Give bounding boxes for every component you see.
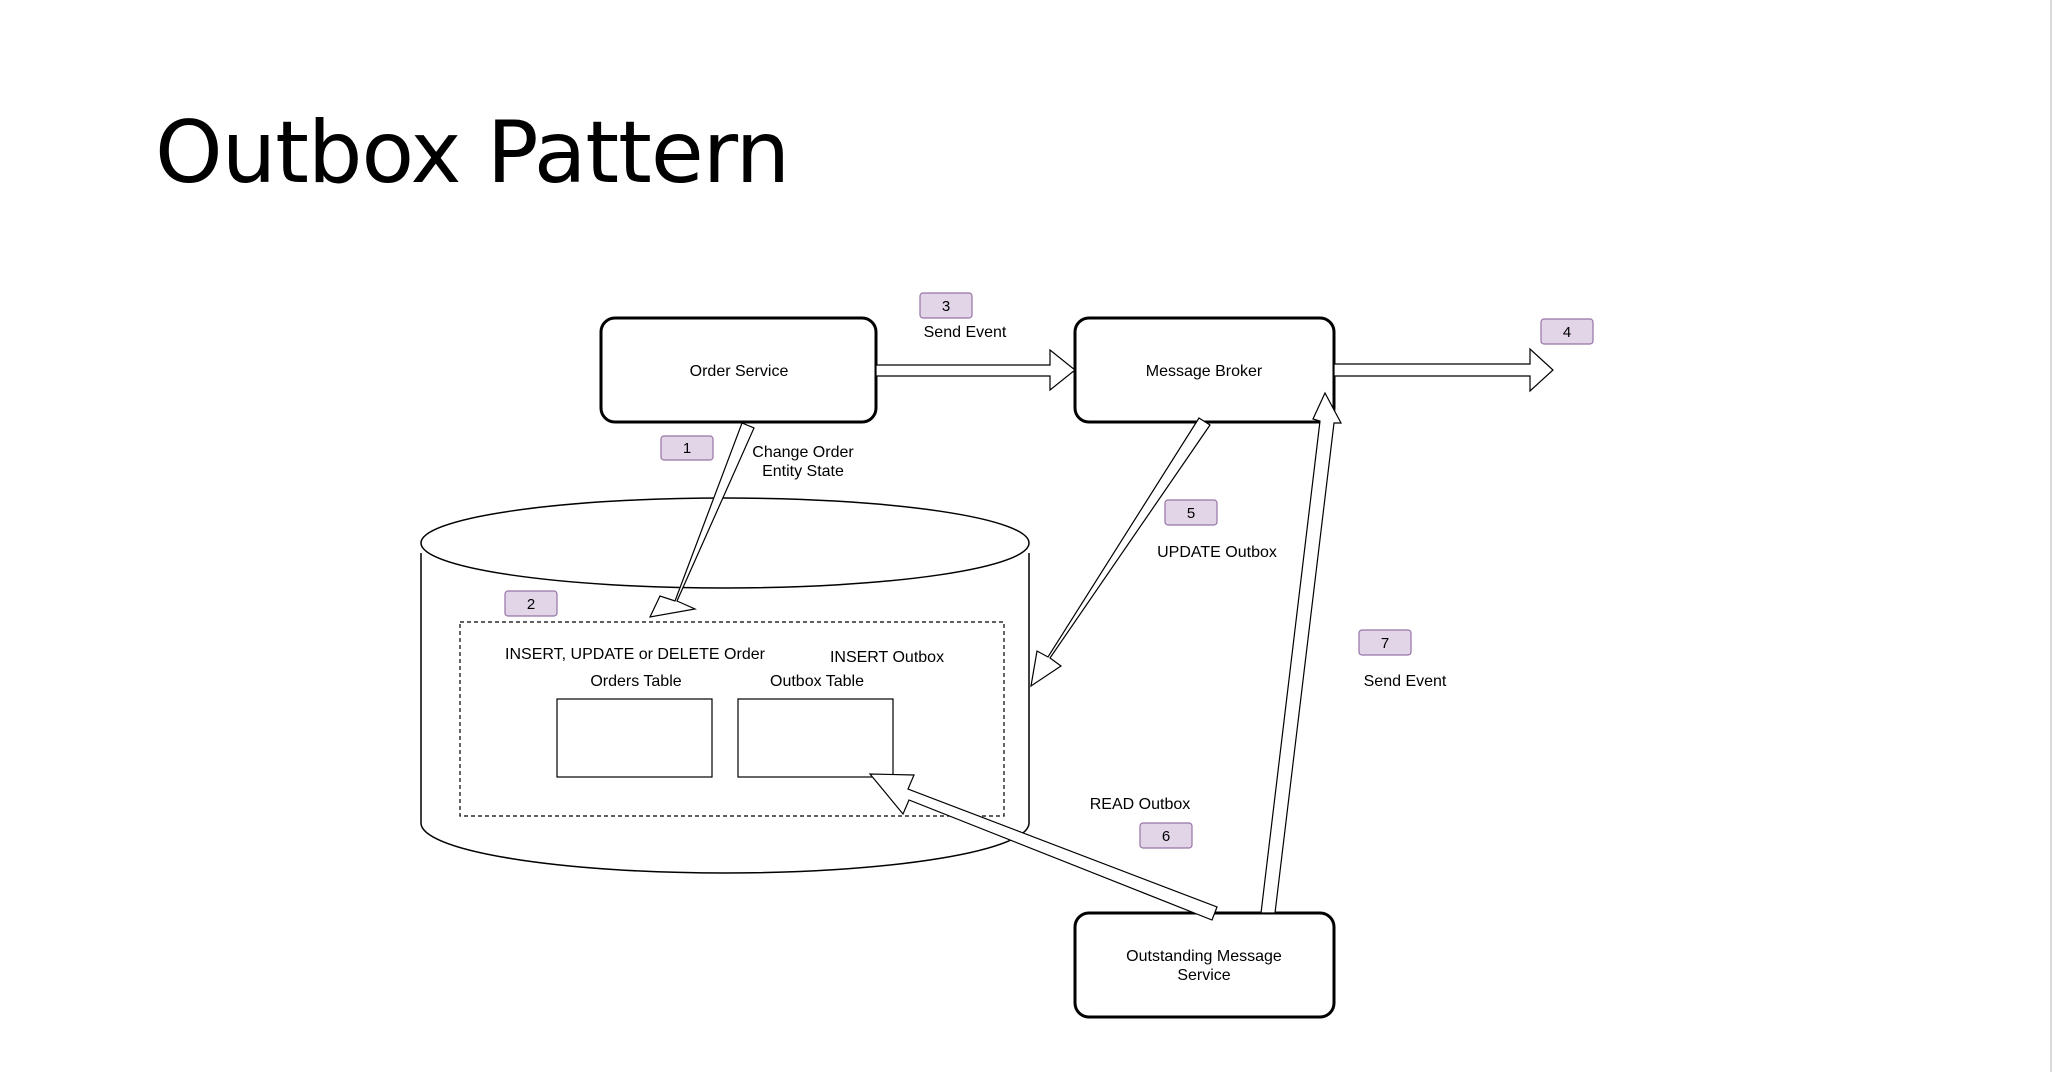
send-event-top-label: Send Event [924,324,1007,341]
outstanding-message-service-box [1073,911,1336,1019]
step-badge-3: 3 [919,292,973,319]
step-badges: 1 2 3 4 5 6 7 [504,292,1594,849]
arrow-broker-outbound [1333,347,1554,393]
arrow-outstanding-send-event [1260,391,1342,914]
update-outbox-label: UPDATE Outbox [1157,544,1277,561]
outbox-table-label: Outbox Table [770,673,864,690]
change-order-label-line2: Entity State [762,463,844,480]
outstanding-service-label-line1: Outstanding Message [1126,948,1282,965]
arrow-order-service-to-database [648,422,755,618]
step-badge-7-label: 7 [1381,635,1389,652]
arrows [648,347,1554,921]
step-badge-1-label: 1 [683,440,691,457]
outstanding-service-label-line2: Service [1177,967,1230,984]
step-badge-3-label: 3 [942,298,950,315]
step-badge-1: 1 [660,435,714,461]
slide-edge-divider [2050,0,2052,1072]
step-badge-2: 2 [504,590,558,617]
step-badge-2-label: 2 [527,596,535,613]
step-badge-5-label: 5 [1187,505,1195,522]
order-service-label: Order Service [690,363,789,380]
orders-table-box [556,698,713,778]
step-badge-4-label: 4 [1563,324,1571,341]
step-badge-7: 7 [1358,629,1412,656]
insert-update-delete-label: INSERT, UPDATE or DELETE Order [505,646,766,663]
arrow-order-service-to-broker [875,348,1076,392]
message-broker-label: Message Broker [1146,363,1263,380]
arrow-outstanding-read-outbox [868,773,1218,921]
read-outbox-label: READ Outbox [1090,796,1190,813]
step-badge-4: 4 [1540,318,1594,345]
insert-outbox-label: INSERT Outbox [830,649,944,666]
arrow-broker-update-outbox [1030,417,1211,688]
orders-table-label: Orders Table [590,673,681,690]
step-badge-5: 5 [1164,499,1218,526]
database-cylinder [420,497,1030,874]
step-badge-6: 6 [1139,822,1193,849]
step-badge-6-label: 6 [1162,828,1170,845]
send-event-right-label: Send Event [1364,673,1447,690]
change-order-label-line1: Change Order [752,444,854,461]
slide-title: Outbox Pattern [155,103,790,203]
database-cylinder-body [420,553,1030,874]
transaction-boundary [459,621,1005,817]
outbox-table-box [737,698,894,778]
database-cylinder-top [420,497,1030,589]
